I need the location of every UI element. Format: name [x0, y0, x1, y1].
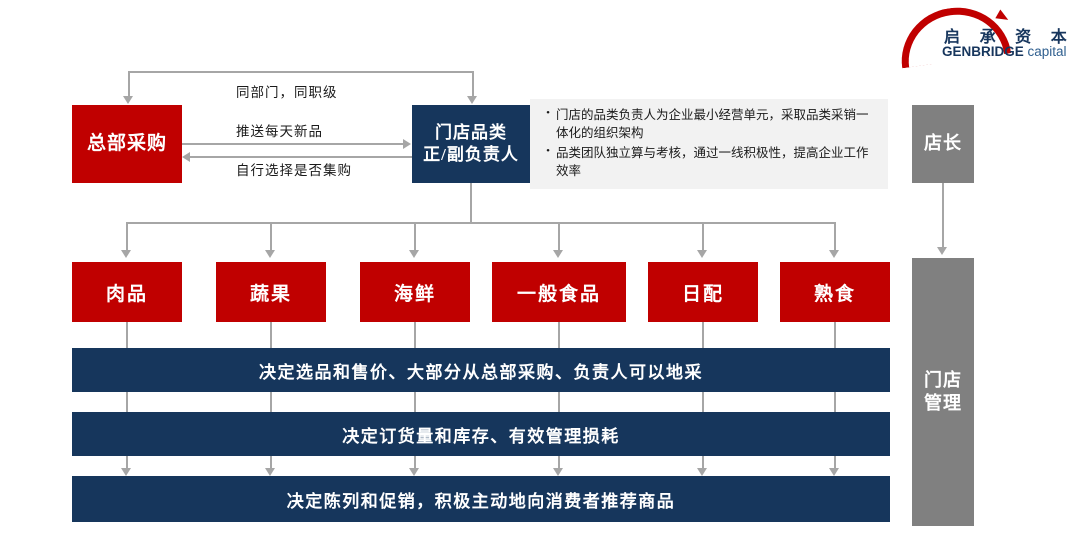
tree-branch-arrowhead	[121, 250, 131, 258]
duty-bar-display-promotion[interactable]: 决定陈列和促销，积极主动地向消费者推荐商品	[72, 476, 890, 522]
company-logo: 启 承 资 本 GENBRIDGE capital	[894, 0, 1074, 69]
duty-bar-selection-pricing[interactable]: 决定选品和售价、大部分从总部采购、负责人可以地采	[72, 348, 890, 392]
duty-bar-label: 决定订货量和库存、有效管理损耗	[342, 426, 620, 446]
category-to-duty1-line	[270, 322, 272, 348]
relation-label-same-department: 同部门，同职级	[236, 85, 338, 100]
arrow-left-line	[190, 156, 412, 158]
category-to-duty1-line	[558, 322, 560, 348]
duty2-to-duty3-arrowhead	[829, 468, 839, 476]
duty2-to-duty3-line	[270, 456, 272, 468]
duty2-to-duty3-arrowhead	[697, 468, 707, 476]
bracket-right-stem	[472, 71, 474, 97]
duty2-to-duty3-line	[702, 456, 704, 468]
duty-bar-ordering-inventory[interactable]: 决定订货量和库存、有效管理损耗	[72, 412, 890, 456]
tree-branch-arrowhead	[829, 250, 839, 258]
duty-bar-label: 决定陈列和促销，积极主动地向消费者推荐商品	[286, 491, 676, 511]
category-box-meat[interactable]: 肉品	[72, 262, 182, 322]
duty1-to-duty2-line	[834, 392, 836, 412]
duty2-to-duty3-arrowhead	[409, 468, 419, 476]
category-box-seafood[interactable]: 海鲜	[360, 262, 470, 322]
relation-label-self-choose: 自行选择是否集购	[236, 163, 352, 178]
duty1-to-duty2-line	[702, 392, 704, 412]
category-label: 蔬果	[249, 283, 292, 305]
store-category-owner-label-line1: 门店品类	[435, 123, 507, 143]
duty1-to-duty2-line	[414, 392, 416, 412]
category-to-duty1-line	[414, 322, 416, 348]
note-text: 门店的品类负责人为企业最小经营单元，采取品类采销一体化的组织架构	[556, 108, 869, 141]
logo-english-name: GENBRIDGE capital	[942, 44, 1067, 59]
category-label: 日配	[681, 283, 724, 305]
category-label: 肉品	[105, 283, 148, 305]
category-label: 熟食	[813, 283, 856, 305]
hq-purchasing-box[interactable]: 总部采购	[72, 105, 182, 183]
tree-stem-line	[470, 183, 472, 222]
category-label: 海鲜	[393, 283, 436, 305]
category-to-duty1-line	[834, 322, 836, 348]
tree-branch-line	[834, 222, 836, 250]
store-manager-box[interactable]: 店长	[912, 105, 974, 183]
duty2-to-duty3-line	[558, 456, 560, 468]
arrow-right-head-icon	[403, 139, 411, 149]
duty1-to-duty2-line	[270, 392, 272, 412]
store-manager-to-ops-arrowhead	[937, 247, 947, 255]
tree-branch-line	[126, 222, 128, 250]
tree-branch-line	[414, 222, 416, 250]
duty-bar-label: 决定选品和售价、大部分从总部采购、负责人可以地采	[259, 362, 703, 382]
store-category-owner-box[interactable]: 门店品类 正/副负责人	[412, 105, 530, 183]
bracket-right-arrowhead	[467, 96, 477, 104]
note-item: • 品类团队独立算与考核，通过一线积极性，提高企业工作效率	[540, 144, 880, 180]
logo-english-bold: GENBRIDGE	[942, 44, 1024, 59]
category-to-duty1-line	[702, 322, 704, 348]
category-box-general-food[interactable]: 一般食品	[492, 262, 626, 322]
tree-branch-arrowhead	[697, 250, 707, 258]
bracket-left-arrowhead	[123, 96, 133, 104]
tree-bus-line	[126, 222, 834, 224]
note-text: 品类团队独立算与考核，通过一线积极性，提高企业工作效率	[556, 146, 869, 179]
duty1-to-duty2-line	[126, 392, 128, 412]
duty2-to-duty3-line	[126, 456, 128, 468]
duty2-to-duty3-arrowhead	[121, 468, 131, 476]
duty2-to-duty3-line	[834, 456, 836, 468]
logo-chinese-name: 启 承 资 本	[944, 27, 1074, 46]
store-manager-to-ops-line	[942, 183, 944, 247]
arrow-right-line	[182, 143, 404, 145]
category-label: 一般食品	[516, 283, 601, 305]
store-operations-label-line1: 门店	[924, 369, 962, 390]
bracket-left-stem	[128, 71, 130, 97]
tree-branch-arrowhead	[553, 250, 563, 258]
category-box-deli[interactable]: 熟食	[780, 262, 890, 322]
store-operations-box[interactable]: 门店 管理	[912, 258, 974, 526]
tree-branch-line	[558, 222, 560, 250]
tree-branch-arrowhead	[409, 250, 419, 258]
duty2-to-duty3-line	[414, 456, 416, 468]
store-manager-label: 店长	[924, 133, 962, 154]
note-item: • 门店的品类负责人为企业最小经营单元，采取品类采销一体化的组织架构	[540, 106, 880, 142]
duty1-to-duty2-line	[558, 392, 560, 412]
duty2-to-duty3-arrowhead	[553, 468, 563, 476]
category-to-duty1-line	[126, 322, 128, 348]
tree-branch-line	[702, 222, 704, 250]
store-operations-label-line2: 管理	[924, 393, 962, 413]
logo-english-light: capital	[1027, 44, 1067, 59]
arrow-left-head-icon	[182, 152, 190, 162]
duty2-to-duty3-arrowhead	[265, 468, 275, 476]
bullet-dot-icon: •	[546, 107, 550, 119]
notes-panel: • 门店的品类负责人为企业最小经营单元，采取品类采销一体化的组织架构 • 品类团…	[530, 99, 888, 189]
category-box-daily-fresh[interactable]: 日配	[648, 262, 758, 322]
relation-label-push-daily-new: 推送每天新品	[236, 124, 323, 139]
category-box-produce[interactable]: 蔬果	[216, 262, 326, 322]
hq-purchasing-label: 总部采购	[86, 132, 167, 154]
store-category-owner-label-line2: 正/副负责人	[423, 145, 519, 164]
bracket-horizontal-line	[128, 71, 474, 73]
tree-branch-arrowhead	[265, 250, 275, 258]
tree-branch-line	[270, 222, 272, 250]
bullet-dot-icon: •	[546, 145, 550, 158]
